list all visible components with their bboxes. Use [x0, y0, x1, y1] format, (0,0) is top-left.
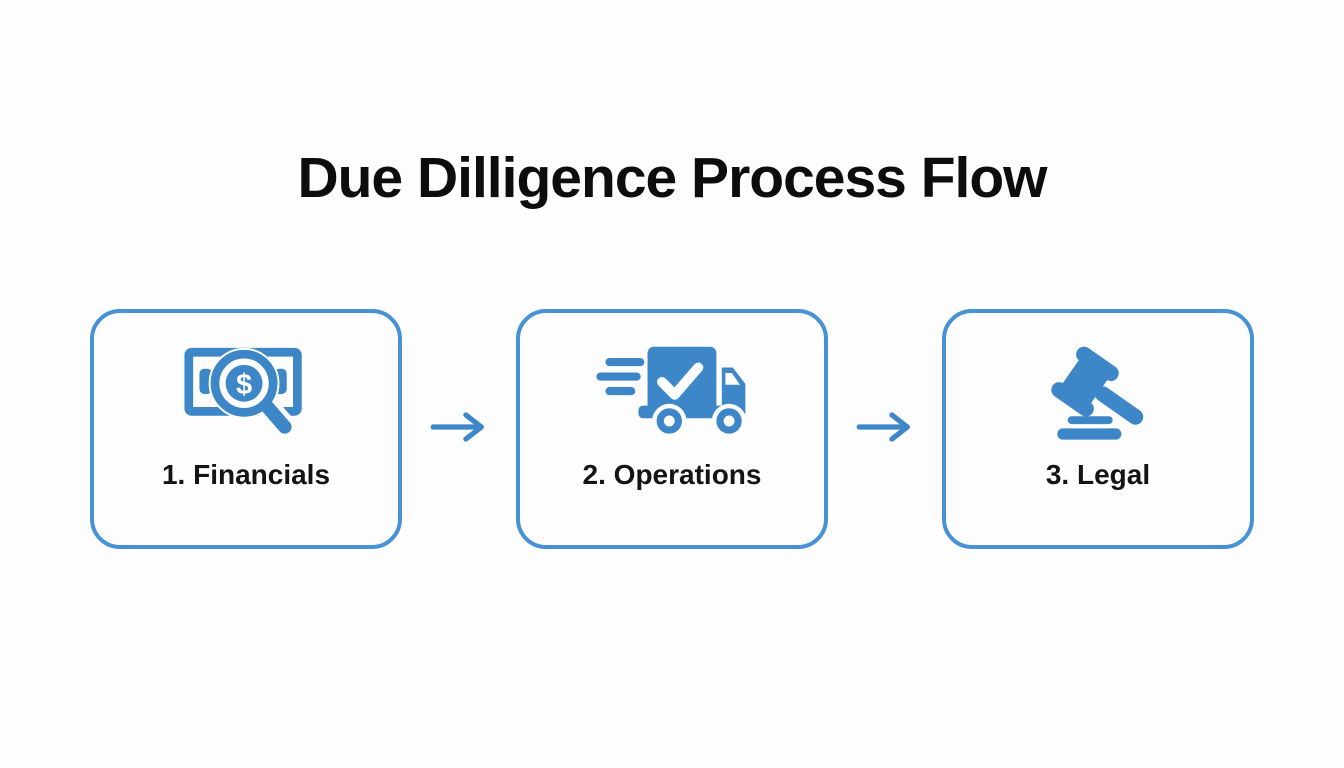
money-search-icon: $ [182, 339, 310, 445]
right-arrow-icon [854, 407, 916, 452]
step-label-operations: 2. Operations [582, 459, 762, 490]
step-card-legal: 3. Legal [942, 309, 1254, 549]
delivery-truck-check-icon [595, 339, 749, 445]
flow-connector-2 [828, 407, 942, 452]
step-label-legal: 3. Legal [1045, 459, 1151, 490]
step-card-financials: $ 1. Financials [90, 309, 402, 549]
right-arrow-icon [428, 407, 490, 452]
page-title: Due Dilligence Process Flow [297, 146, 1047, 210]
step-label-financials: 1. Financials [161, 459, 331, 490]
dollar-sign-glyph: $ [236, 369, 252, 401]
step-card-operations: 2. Operations [516, 309, 828, 549]
process-flow: $ 1. Financials [0, 309, 1344, 549]
gavel-icon [1044, 339, 1152, 445]
flow-connector-1 [402, 407, 516, 452]
